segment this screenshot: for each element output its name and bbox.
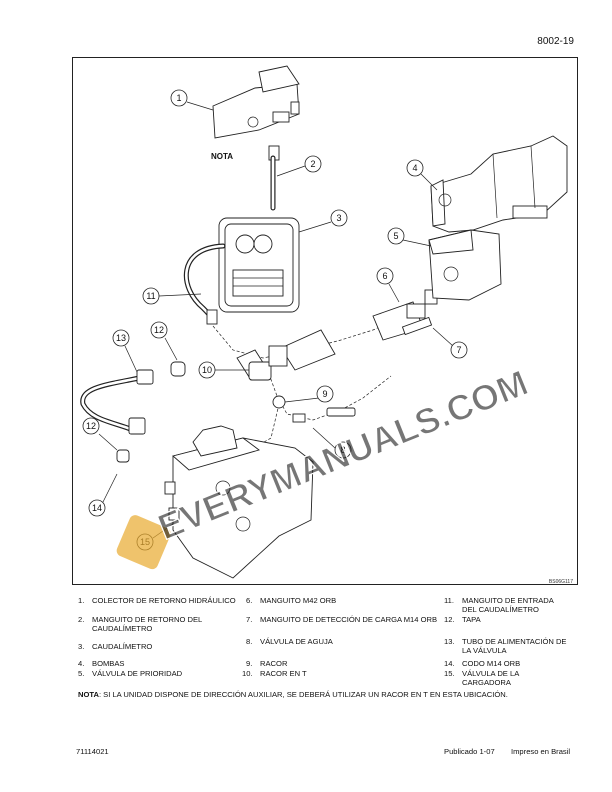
- flowmeter-part: [218, 217, 300, 313]
- tee-fitting-part: [236, 349, 272, 381]
- note-label: NOTA: [78, 690, 99, 699]
- callout-7: 7: [432, 327, 468, 359]
- legend-item: 11.MANGUITO DE ENTRADA DEL CAUDALÍMETRO: [444, 596, 554, 615]
- legend-item: 15.VÁLVULA DE LA CARGADORA: [444, 669, 520, 688]
- published-date: Publicado 1-07: [444, 747, 495, 756]
- callout-12: 12: [150, 321, 178, 361]
- svg-text:10: 10: [202, 365, 212, 375]
- svg-text:12: 12: [154, 325, 164, 335]
- svg-text:5: 5: [393, 231, 398, 241]
- legend-item: 14.CODO M14 ORB: [444, 659, 521, 668]
- svg-text:7: 7: [456, 345, 461, 355]
- svg-text:9: 9: [322, 389, 327, 399]
- legend-item: 8.VÁLVULA DE AGUJA: [246, 637, 333, 646]
- callout-1: 1: [170, 89, 214, 111]
- legend-item: 12.TAPA: [444, 615, 481, 624]
- legend-item: 4.BOMBAS: [78, 659, 125, 668]
- m42-hose-part: [268, 289, 438, 371]
- svg-text:3: 3: [336, 213, 341, 223]
- figure-id: BS06G117: [548, 579, 573, 585]
- load-sense-hose-part: [401, 316, 433, 336]
- needle-valve-part: [292, 407, 356, 423]
- legend-item: 3.CAUDALÍMETRO: [78, 642, 153, 651]
- svg-text:8: 8: [340, 445, 345, 455]
- hydraulic-diagram: NOTA 1 2 3 4 5 6 7 8 9 10 11 12 13 12 14…: [80, 65, 568, 579]
- svg-text:12: 12: [86, 421, 96, 431]
- printed-location: Impreso en Brasil: [511, 747, 571, 756]
- note: NOTA: SI LA UNIDAD DISPONE DE DIRECCIÓN …: [78, 690, 508, 699]
- svg-text:2: 2: [310, 159, 315, 169]
- return-manifold-part: [212, 65, 300, 161]
- note-text: : SI LA UNIDAD DISPONE DE DIRECCIÓN AUXI…: [98, 690, 508, 699]
- callout-3: 3: [298, 209, 348, 233]
- svg-text:11: 11: [146, 291, 155, 301]
- legend-item: 10.RACOR EN T: [242, 669, 307, 678]
- callout-6: 6: [376, 267, 400, 303]
- priority-valve-part: [428, 229, 502, 301]
- callout-2: 2: [276, 155, 322, 177]
- legend-item: 7.MANGUITO DE DETECCIÓN DE CARGA M14 ORB: [246, 615, 438, 624]
- fitting-part: [272, 395, 286, 409]
- callout-15: 15: [136, 523, 174, 551]
- legend-item: 5.VÁLVULA DE PRIORIDAD: [78, 669, 183, 678]
- figure-frame: NOTA 1 2 3 4 5 6 7 8 9 10 11 12 13 12 14…: [72, 57, 578, 585]
- callout-5: 5: [387, 227, 432, 247]
- callout-11: 11: [142, 287, 202, 305]
- svg-text:13: 13: [116, 333, 126, 343]
- callout-12b: 12: [82, 417, 118, 451]
- legend-item: 13.TUBO DE ALIMENTACIÓN DE LA VÁLVULA: [444, 637, 567, 656]
- doc-number: 71114021: [76, 747, 109, 756]
- legend-item: 1.COLECTOR DE RETORNO HIDRÁULICO: [78, 596, 236, 605]
- callout-9: 9: [284, 385, 334, 403]
- valve-feed-tube-part: [80, 369, 154, 435]
- cap-part: [116, 449, 130, 463]
- callout-8: 8: [312, 427, 352, 459]
- callout-4: 4: [406, 159, 438, 191]
- svg-text:14: 14: [92, 503, 102, 513]
- flowmeter-inlet-hose-part: [183, 243, 226, 325]
- legend-item: 9.RACOR: [246, 659, 288, 668]
- svg-text:6: 6: [382, 271, 387, 281]
- svg-text:15: 15: [140, 537, 150, 547]
- svg-text:4: 4: [412, 163, 417, 173]
- callout-13: 13: [112, 329, 138, 373]
- svg-text:1: 1: [176, 93, 181, 103]
- legend-item: 6.MANGUITO M42 ORB: [246, 596, 337, 605]
- callout-14: 14: [88, 473, 118, 517]
- page-number: 8002-19: [537, 36, 574, 47]
- loader-valve-part: [164, 425, 314, 579]
- cap-part: [170, 361, 186, 377]
- pumps-part: [430, 135, 568, 233]
- callout-10: 10: [198, 361, 249, 379]
- legend-item: 2.MANGUITO DE RETORNO DEL CAUDALÍMETRO: [78, 615, 203, 634]
- nota-label: NOTA: [211, 152, 233, 161]
